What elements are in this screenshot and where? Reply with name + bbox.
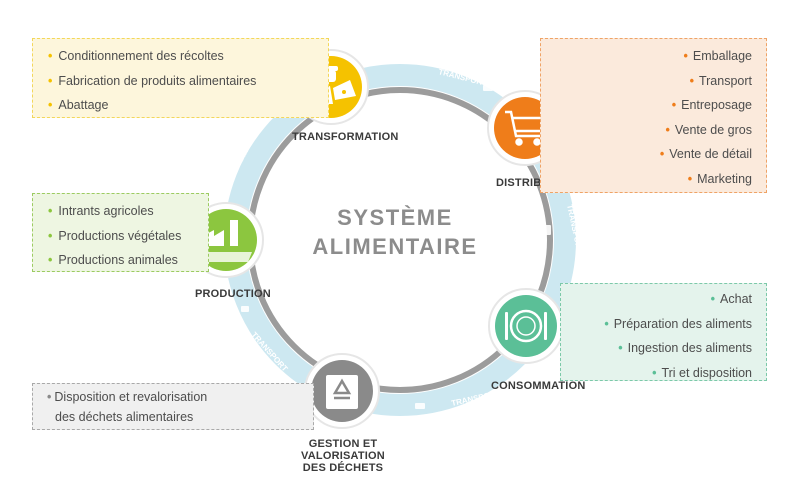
transformation-box: •Conditionnement des récoltes •Fabricati…: [32, 38, 329, 118]
list-item: •Abattage: [48, 98, 109, 112]
truck-icon: [241, 306, 249, 312]
gestion-box: •Disposition et revalorisation des déche…: [32, 383, 314, 430]
consommation-node: [488, 288, 564, 364]
truck-icon: [545, 225, 551, 235]
list-item: •Conditionnement des récoltes: [48, 49, 224, 63]
list-item: •Productions animales: [48, 253, 178, 267]
list-item: •Productions végétales: [48, 228, 182, 243]
list-item: •Intrants agricoles: [48, 204, 154, 218]
production-box: •Intrants agricoles •Productions végétal…: [32, 193, 209, 272]
list-item: •Disposition et revalorisation: [47, 390, 208, 404]
gestion-node: [304, 353, 380, 429]
gestion-label-line1: GESTION ET VALORISATION: [301, 438, 385, 462]
transformation-label: TRANSFORMATION: [292, 131, 399, 143]
list-item: •Vente de gros: [665, 122, 752, 137]
list-item: •Emballage: [683, 49, 752, 63]
list-item: •Vente de détail: [659, 147, 752, 161]
list-item: •Préparation des aliments: [604, 316, 752, 331]
list-item: •Entreposage: [671, 98, 752, 112]
truck-icon: [415, 403, 425, 409]
plate-cutlery-icon: [505, 309, 547, 343]
list-item: •Marketing: [687, 171, 752, 186]
truck-icon: [483, 85, 493, 91]
gestion-label-line2: DES DÉCHETS: [302, 462, 384, 474]
list-item: •Tri et disposition: [652, 365, 752, 380]
list-item: •Transport: [689, 73, 752, 88]
gestion-label: GESTION ET VALORISATION DES DÉCHETS: [273, 438, 413, 474]
list-item: •Fabrication de produits alimentaires: [48, 73, 257, 88]
list-item: •Ingestion des aliments: [618, 341, 752, 355]
diagram-center-title: SYSTÈME ALIMENTAIRE: [290, 203, 500, 261]
list-item: •Achat: [710, 292, 752, 306]
distribution-box: •Emballage •Transport •Entreposage •Vent…: [540, 38, 767, 193]
list-item-continuation: des déchets alimentaires: [55, 410, 194, 424]
center-title-line1: SYSTÈME: [337, 205, 453, 230]
consommation-label: CONSOMMATION: [491, 380, 586, 392]
consommation-box: •Achat •Préparation des aliments •Ingest…: [560, 283, 767, 381]
center-title-line2: ALIMENTAIRE: [312, 234, 478, 259]
recycle-icon: [326, 375, 358, 409]
production-label: PRODUCTION: [195, 288, 271, 300]
